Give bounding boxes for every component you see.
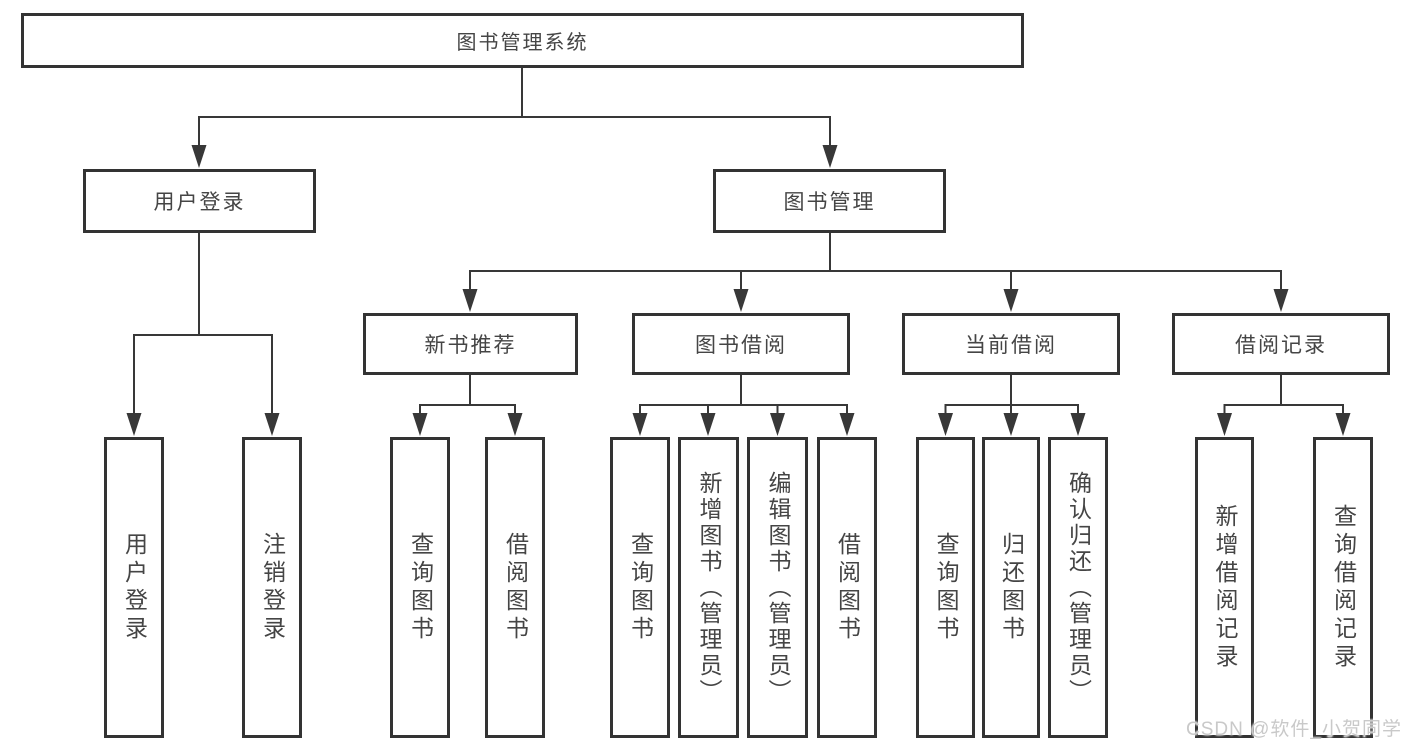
node-book-management: 图书管理 bbox=[713, 169, 946, 233]
tree-edges bbox=[133, 68, 1344, 414]
leaf-label: 借阅图书 bbox=[834, 531, 861, 644]
leaf-label: 新增图书（管理员） bbox=[696, 470, 722, 705]
arrowheads bbox=[126, 145, 1351, 436]
leaf-add-borrow-record: 新增借阅记录 bbox=[1195, 437, 1254, 738]
leaf-query-borrow-record: 查询借阅记录 bbox=[1313, 437, 1373, 738]
leaf-label: 查询图书 bbox=[627, 531, 654, 644]
node-label: 图书借阅 bbox=[695, 334, 787, 357]
leaf-query-books-borrow: 查询图书 bbox=[610, 437, 670, 738]
leaf-label: 用户登录 bbox=[121, 531, 148, 644]
node-borrow-records: 借阅记录 bbox=[1172, 313, 1390, 375]
leaf-label: 确认归还（管理员） bbox=[1065, 470, 1092, 705]
node-label: 当前借阅 bbox=[965, 334, 1057, 357]
leaf-user-login: 用户登录 bbox=[104, 437, 164, 738]
leaf-add-book-admin: 新增图书（管理员） bbox=[678, 437, 739, 738]
leaf-query-books-current: 查询图书 bbox=[916, 437, 975, 738]
leaf-label: 查询借阅记录 bbox=[1330, 503, 1357, 672]
node-label: 用户登录 bbox=[153, 191, 246, 214]
node-current-borrow: 当前借阅 bbox=[902, 313, 1120, 375]
leaf-label: 借阅图书 bbox=[502, 531, 529, 644]
node-label: 图书管理 bbox=[783, 191, 876, 214]
leaf-label: 查询图书 bbox=[407, 531, 434, 644]
node-book-borrow: 图书借阅 bbox=[632, 313, 850, 375]
leaf-query-books-recommend: 查询图书 bbox=[390, 437, 450, 738]
leaf-confirm-return-admin: 确认归还（管理员） bbox=[1048, 437, 1108, 738]
node-label: 图书管理系统 bbox=[456, 32, 589, 54]
leaf-borrow-books-recommend: 借阅图书 bbox=[485, 437, 545, 738]
leaf-label: 编辑图书（管理员） bbox=[765, 470, 791, 705]
leaf-label: 查询图书 bbox=[933, 531, 959, 644]
leaf-label: 新增借阅记录 bbox=[1212, 503, 1238, 672]
leaf-return-book: 归还图书 bbox=[982, 437, 1040, 738]
node-label: 新书推荐 bbox=[424, 334, 517, 357]
csdn-watermark: CSDN @软件_小贺同学 bbox=[1186, 719, 1402, 740]
node-new-book-recommend: 新书推荐 bbox=[363, 313, 578, 375]
node-label: 借阅记录 bbox=[1235, 334, 1327, 357]
node-user-login: 用户登录 bbox=[83, 169, 316, 233]
node-library-management-system: 图书管理系统 bbox=[21, 13, 1024, 68]
leaf-borrow-books: 借阅图书 bbox=[817, 437, 877, 738]
leaf-logout: 注销登录 bbox=[242, 437, 302, 738]
leaf-label: 注销登录 bbox=[259, 531, 286, 644]
leaf-label: 归还图书 bbox=[998, 531, 1025, 644]
leaf-edit-book-admin: 编辑图书（管理员） bbox=[747, 437, 808, 738]
